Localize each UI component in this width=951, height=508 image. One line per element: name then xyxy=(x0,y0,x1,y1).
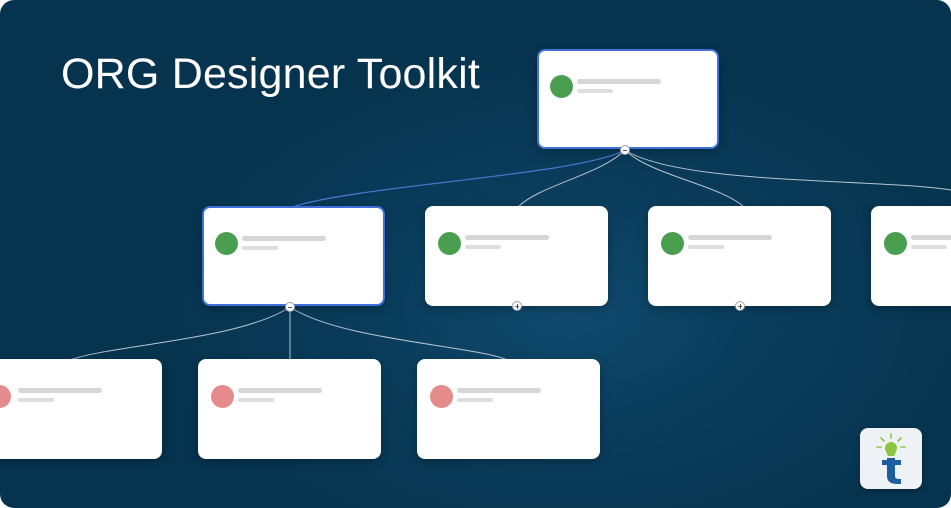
role-placeholder xyxy=(242,246,278,250)
org-node-root[interactable] xyxy=(537,49,719,149)
org-node-manager-3[interactable] xyxy=(648,206,831,306)
avatar xyxy=(211,385,234,408)
org-node-member-2[interactable] xyxy=(198,359,381,459)
role-placeholder xyxy=(18,398,54,402)
name-placeholder xyxy=(242,236,326,241)
name-placeholder xyxy=(911,235,951,240)
avatar xyxy=(438,232,461,255)
org-node-member-3[interactable] xyxy=(417,359,600,459)
name-placeholder xyxy=(577,79,661,84)
edge-manager-1-member-1 xyxy=(69,306,291,361)
edge-root-manager-3 xyxy=(624,149,745,208)
role-placeholder xyxy=(238,398,274,402)
org-node-manager-1[interactable] xyxy=(202,206,385,306)
avatar xyxy=(0,385,11,408)
role-placeholder xyxy=(465,245,501,249)
edge-root-manager-1 xyxy=(291,149,626,208)
name-placeholder xyxy=(465,235,549,240)
edge-root-manager-2 xyxy=(517,149,626,208)
expand-toggle-icon[interactable] xyxy=(512,301,522,311)
collapse-toggle-icon[interactable] xyxy=(620,145,630,155)
expand-toggle-icon[interactable] xyxy=(735,301,745,311)
org-node-member-1[interactable] xyxy=(0,359,162,459)
t-lightbulb-logo-icon xyxy=(860,428,922,489)
avatar xyxy=(550,75,573,98)
name-placeholder xyxy=(688,235,772,240)
avatar xyxy=(884,232,907,255)
edge-root-manager-4 xyxy=(624,149,951,191)
role-placeholder xyxy=(457,398,493,402)
avatar xyxy=(661,232,684,255)
collapse-toggle-icon[interactable] xyxy=(285,302,295,312)
role-placeholder xyxy=(577,89,613,93)
name-placeholder xyxy=(18,388,102,393)
name-placeholder xyxy=(457,388,541,393)
edge-manager-1-member-3 xyxy=(289,306,509,361)
name-placeholder xyxy=(238,388,322,393)
avatar xyxy=(215,232,238,255)
org-node-manager-2[interactable] xyxy=(425,206,608,306)
role-placeholder xyxy=(688,245,724,249)
role-placeholder xyxy=(911,245,947,249)
avatar xyxy=(430,385,453,408)
page-title: ORG Designer Toolkit xyxy=(61,50,481,98)
org-node-manager-4[interactable] xyxy=(871,206,951,306)
